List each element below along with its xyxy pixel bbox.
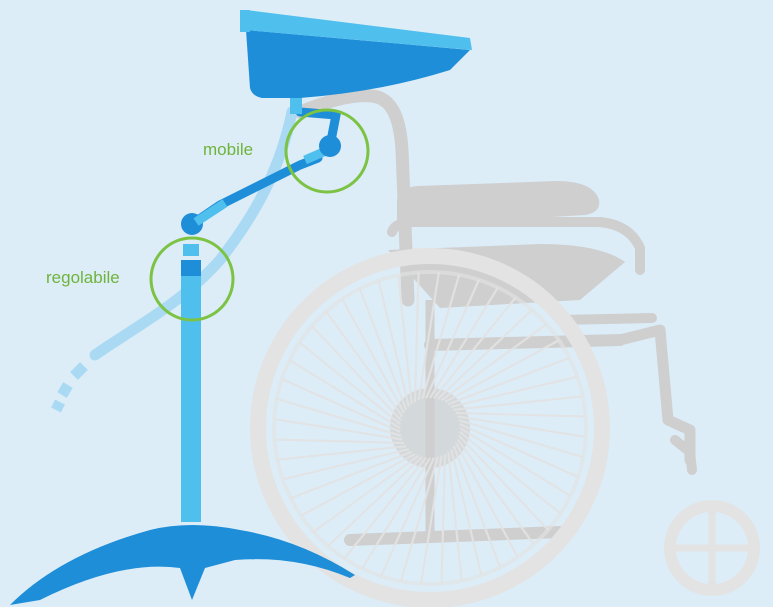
wheel-spoke <box>415 272 419 402</box>
wheel-spoke <box>456 413 586 417</box>
caster-wheel-icon <box>670 506 754 590</box>
wheel-spoke <box>458 417 586 437</box>
wheel-spoke <box>459 436 548 530</box>
wheel-spoke <box>438 310 532 399</box>
regolabile-label: regolabile <box>46 268 120 287</box>
adjustable-stand-icon <box>181 244 201 522</box>
wheel-spoke <box>451 449 481 575</box>
wheel-spoke <box>312 326 401 420</box>
articulated-arm-icon <box>181 96 341 235</box>
wheel-spoke <box>342 299 404 413</box>
wheel-spoke <box>290 360 400 428</box>
wheel-spoke <box>274 439 404 443</box>
wheel-spoke <box>362 458 430 568</box>
wheel-spoke <box>448 452 461 581</box>
wheel-spoke <box>301 454 415 516</box>
wheel-spoke <box>277 446 406 459</box>
wheel-spoke <box>274 419 402 439</box>
wheel-spoke <box>451 377 577 407</box>
wheel-spoke <box>441 454 445 584</box>
basin-tray-icon <box>240 10 472 98</box>
wheel-spoke <box>283 449 409 479</box>
hose-icon <box>56 112 292 410</box>
mobile-label: mobile <box>203 140 253 159</box>
wheel-spoke <box>454 396 583 409</box>
wheel-spoke <box>460 428 570 496</box>
